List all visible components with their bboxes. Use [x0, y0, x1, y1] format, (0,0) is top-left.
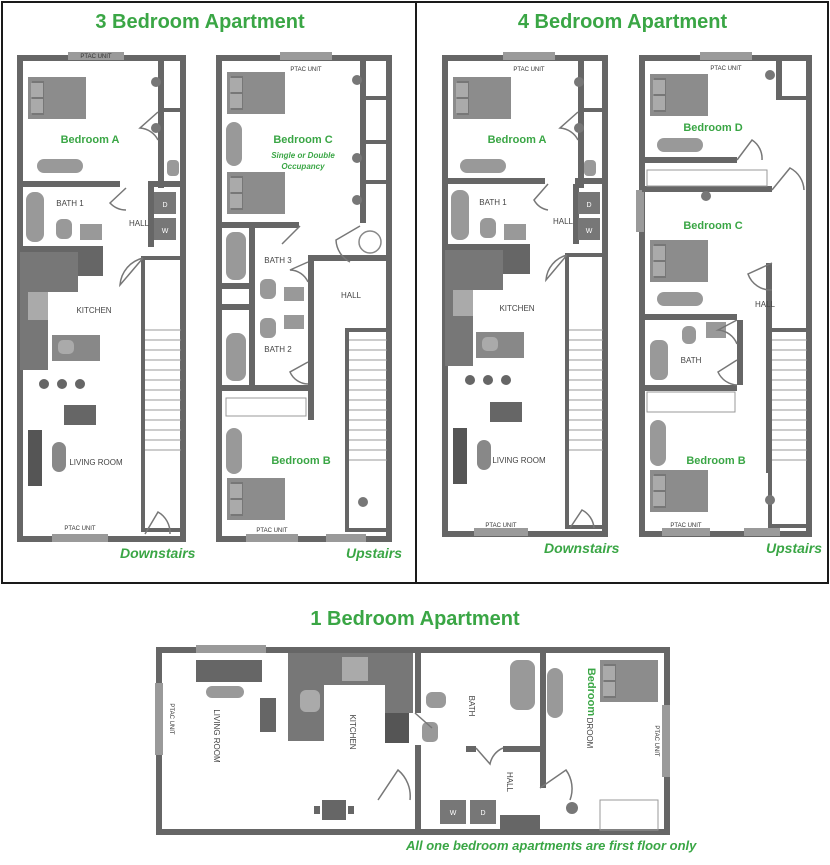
four-bed-hall: HALL: [553, 217, 574, 226]
four-bed-bedroom-d: Bedroom D: [683, 122, 742, 134]
three-bedroom-title: 3 Bedroom Apartment: [95, 11, 305, 33]
four-bed-dryer: D: [586, 202, 591, 209]
four-bed-bath1: BATH 1: [479, 198, 507, 207]
three-bed-downstairs-interior: [20, 52, 185, 542]
four-bed-washer: W: [586, 228, 593, 235]
three-bed-kitchen: KITCHEN: [76, 306, 111, 315]
four-bed-ptac-up-top: PTAC UNIT: [710, 66, 742, 72]
three-bed-bedroom-c-note-1: Single or Double: [271, 151, 335, 160]
one-bed-ptac-left: PTAC UNIT: [168, 703, 174, 735]
three-bed-hall-up: HALL: [341, 291, 362, 300]
three-bed-ptac-up-top: PTAC UNIT: [290, 67, 322, 73]
one-bed-dryer: D: [480, 810, 485, 817]
three-bed-bath2: BATH 2: [264, 345, 292, 354]
three-bed-ptac-up-bottom: PTAC UNIT: [256, 528, 288, 534]
three-bed-washer: W: [162, 228, 169, 235]
four-bed-kitchen: KITCHEN: [499, 304, 534, 313]
three-bed-dryer: D: [162, 202, 167, 209]
four-bed-upstairs-caption: Upstairs: [766, 540, 823, 556]
three-bed-bedroom-c-note-2: Occupancy: [281, 162, 325, 171]
four-bedroom-panel: [415, 1, 829, 584]
four-bed-hall-up: HALL: [755, 300, 776, 309]
three-bed-bath1: BATH 1: [56, 199, 84, 208]
four-bed-downstairs-interior: [445, 52, 607, 536]
three-bed-bedroom-c: Bedroom C: [273, 134, 332, 146]
three-bed-ptac-bottom: PTAC UNIT: [64, 526, 96, 532]
three-bed-bedroom-a: Bedroom A: [61, 134, 120, 146]
one-bed-washer: W: [450, 810, 457, 817]
three-bed-hall: HALL: [129, 219, 150, 228]
three-bed-downstairs-caption: Downstairs: [120, 545, 196, 561]
one-bed-droom: DROOM: [585, 718, 594, 749]
four-bed-bedroom-a: Bedroom A: [488, 134, 547, 146]
four-bed-upstairs-interior: [636, 52, 811, 536]
four-bed-downstairs-caption: Downstairs: [544, 540, 620, 556]
four-bed-ptac-top: PTAC UNIT: [513, 67, 545, 73]
four-bed-living: LIVING ROOM: [492, 456, 546, 465]
three-bed-upstairs-caption: Upstairs: [346, 545, 403, 561]
one-bedroom-title: 1 Bedroom Apartment: [310, 608, 520, 630]
one-bed-living: LIVING ROOM: [212, 709, 221, 763]
four-bed-bath: BATH: [681, 356, 702, 365]
one-bed-ptac-right: PTAC UNIT: [653, 725, 659, 757]
one-bed-interior: [155, 645, 670, 832]
one-bed-bath: BATH: [467, 696, 476, 717]
four-bed-bedroom-c: Bedroom C: [683, 220, 742, 232]
three-bed-bath3: BATH 3: [264, 256, 292, 265]
one-bed-caption: All one bedroom apartments are first flo…: [406, 838, 697, 853]
one-bed-kitchen: KITCHEN: [348, 714, 357, 749]
four-bed-bedroom-b: Bedroom B: [686, 455, 745, 467]
three-bed-upstairs-interior: [219, 52, 391, 542]
one-bed-bedroom: Bedroom: [585, 668, 597, 717]
four-bed-ptac-bottom: PTAC UNIT: [485, 523, 517, 529]
three-bed-living: LIVING ROOM: [69, 458, 123, 467]
three-bed-bedroom-b: Bedroom B: [271, 455, 330, 467]
three-bed-ptac-top: PTAC UNIT: [80, 54, 112, 60]
four-bedroom-title: 4 Bedroom Apartment: [517, 11, 728, 33]
one-bed-hall: HALL: [505, 772, 514, 793]
four-bed-ptac-up-bottom: PTAC UNIT: [670, 523, 702, 529]
